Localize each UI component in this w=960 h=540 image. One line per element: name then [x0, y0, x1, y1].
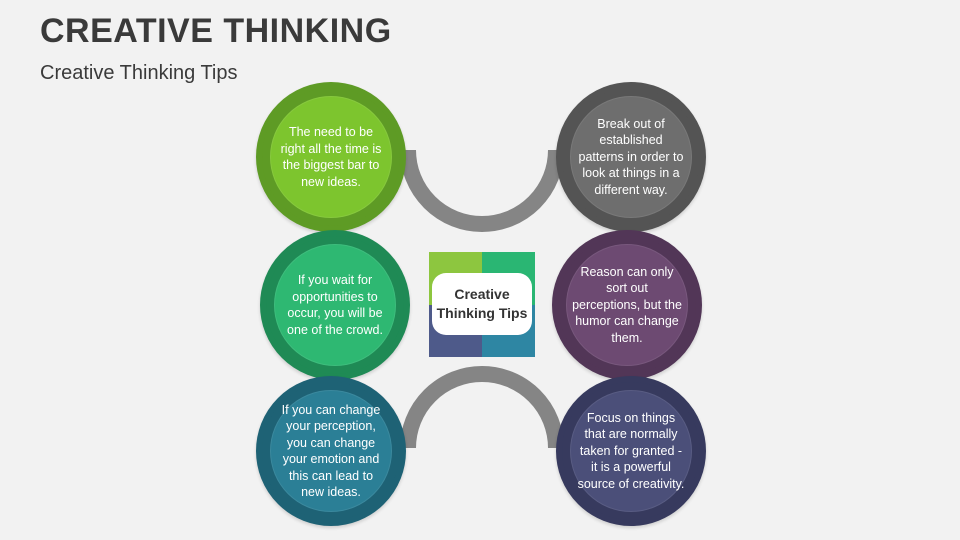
top-connector-arc — [400, 149, 564, 232]
slide-subtitle: Creative Thinking Tips — [40, 62, 238, 84]
tip-text-5: Reason can only sort out perceptions, bu… — [572, 264, 682, 345]
tip-circle-1: The need to be right all the time is the… — [256, 82, 406, 232]
center-label-text: Creative Thinking Tips — [436, 286, 528, 321]
tip-circle-3-fill: If you can change your perception, you c… — [270, 390, 392, 512]
tip-circle-5-fill: Reason can only sort out perceptions, bu… — [566, 244, 688, 366]
bottom-connector-arc — [400, 366, 564, 449]
center-label: Creative Thinking Tips — [432, 273, 532, 335]
tip-circle-4: Break out of established patterns in ord… — [556, 82, 706, 232]
tip-text-2: If you wait for opportunities to occur, … — [287, 273, 383, 337]
tip-text-1: The need to be right all the time is the… — [280, 125, 382, 189]
tip-circle-1-fill: The need to be right all the time is the… — [270, 96, 392, 218]
tip-text-4: Break out of established patterns in ord… — [578, 116, 684, 197]
tip-circle-2-fill: If you wait for opportunities to occur, … — [274, 244, 396, 366]
tip-circle-2: If you wait for opportunities to occur, … — [260, 230, 410, 380]
tip-circle-6-fill: Focus on things that are normally taken … — [570, 390, 692, 512]
tip-circle-6: Focus on things that are normally taken … — [556, 376, 706, 526]
tip-circle-4-fill: Break out of established patterns in ord… — [570, 96, 692, 218]
slide-title: CREATIVE THINKING — [40, 12, 392, 50]
tip-text-3: If you can change your perception, you c… — [281, 402, 381, 500]
tip-circle-5: Reason can only sort out perceptions, bu… — [552, 230, 702, 380]
tip-text-6: Focus on things that are normally taken … — [577, 410, 685, 491]
tip-circle-3: If you can change your perception, you c… — [256, 376, 406, 526]
